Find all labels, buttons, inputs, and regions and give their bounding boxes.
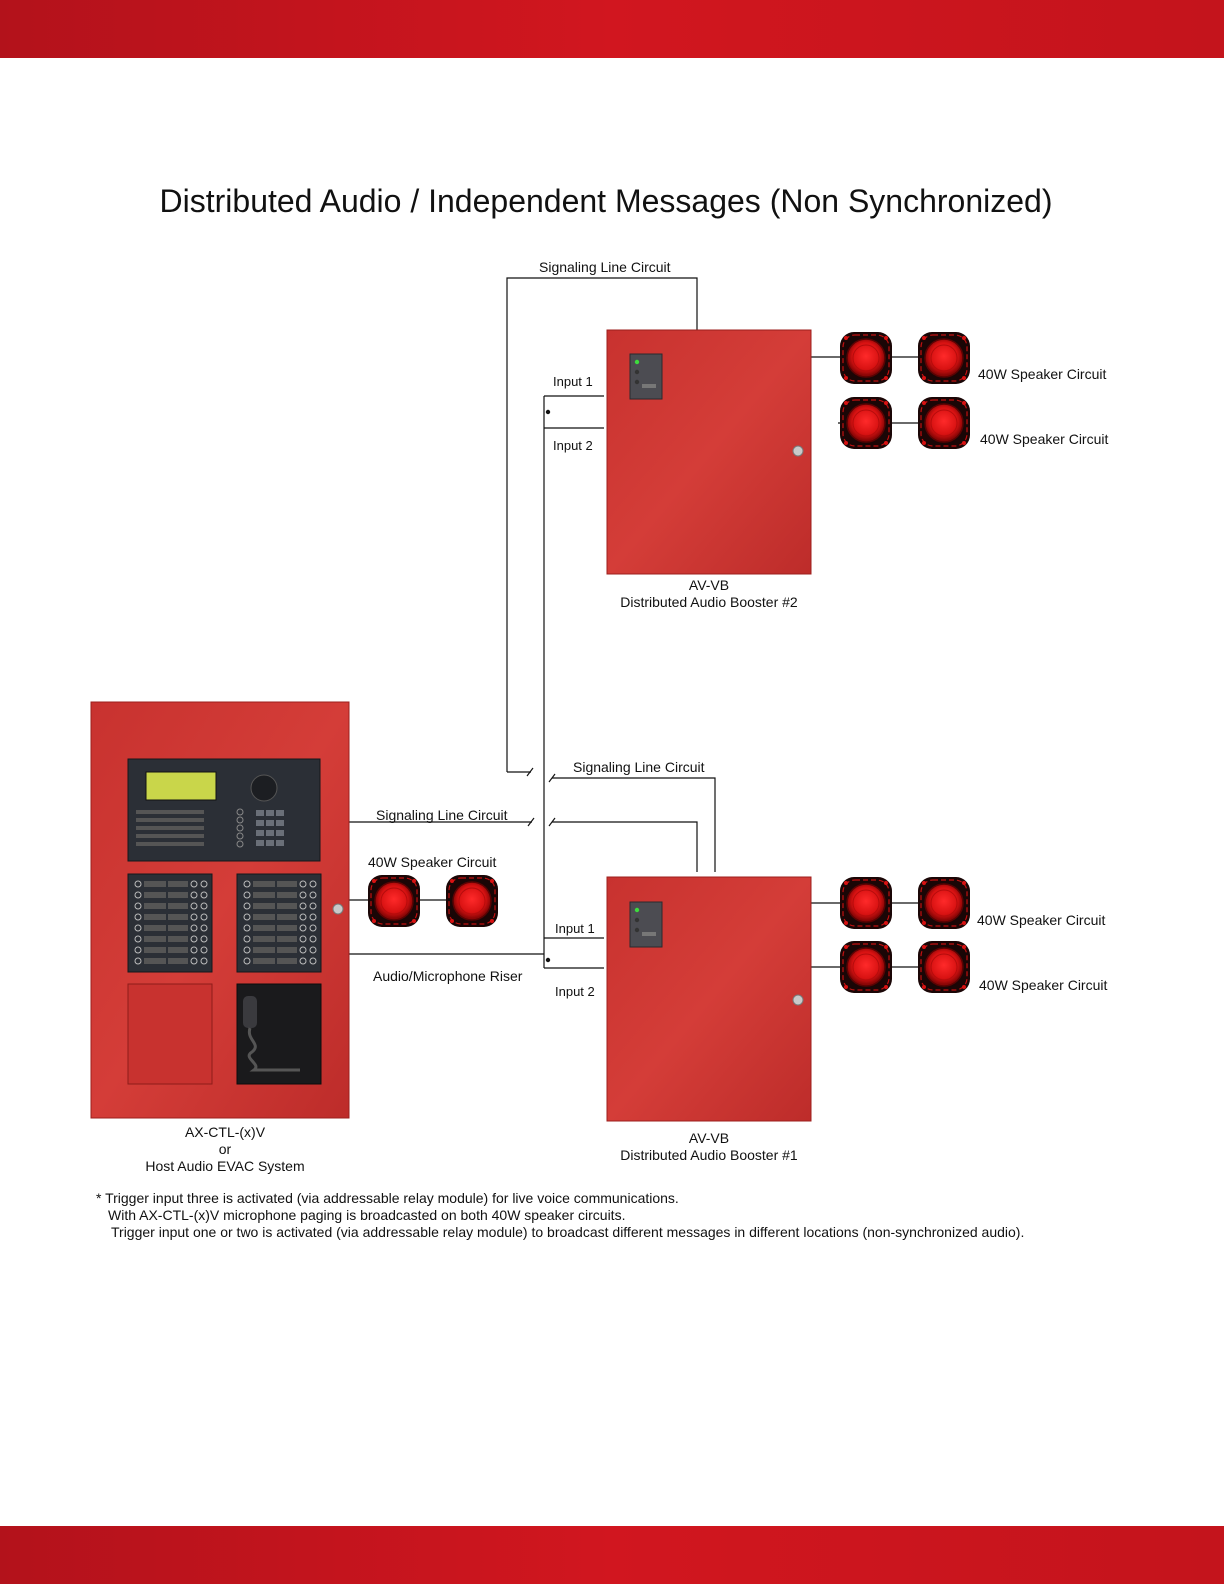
speaker-icon — [839, 396, 893, 450]
speaker-icon — [839, 876, 893, 930]
cabinet-lock-icon — [792, 445, 804, 457]
booster-1-input-2-label: Input 2 — [555, 984, 595, 999]
speaker-icon — [917, 331, 971, 385]
footnote-1: * Trigger input three is activated (via … — [96, 1190, 679, 1206]
speaker-icon — [367, 874, 421, 928]
footnotes: * Trigger input three is activated (via … — [96, 1190, 1024, 1241]
host-model: AX-CTL-(x)V — [184, 1124, 266, 1140]
cabinet-lock-icon — [792, 994, 804, 1006]
booster-2-speakers — [839, 331, 971, 450]
booster-2-input-1-label: Input 1 — [553, 374, 593, 389]
host-or: or — [218, 1141, 232, 1157]
cabinet-lock-icon — [332, 903, 344, 915]
booster-2-speaker-circuit-2-label: 40W Speaker Circuit — [980, 431, 1109, 447]
booster-2-model: AV-VB — [688, 577, 730, 593]
host-speaker-circuit-label: 40W Speaker Circuit — [368, 854, 497, 870]
footer-band — [0, 1526, 1224, 1584]
audio-microphone-riser-label: Audio/Microphone Riser — [373, 968, 523, 984]
booster-2-cabinet — [606, 329, 812, 575]
footnote-3: Trigger input one or two is activated (v… — [111, 1224, 1025, 1240]
speaker-icon — [917, 876, 971, 930]
host-speakers — [367, 874, 499, 928]
booster-2-caption: AV-VB Distributed Audio Booster #2 — [609, 577, 809, 611]
booster-2-input-2-label: Input 2 — [553, 438, 593, 453]
booster-1-speaker-circuit-1-label: 40W Speaker Circuit — [977, 912, 1106, 928]
booster-1-speaker-circuit-2-label: 40W Speaker Circuit — [979, 977, 1108, 993]
speaker-icon — [917, 940, 971, 994]
slc-mid-label: Signaling Line Circuit — [573, 759, 705, 775]
booster-1-model: AV-VB — [688, 1130, 730, 1146]
junction-dots — [545, 409, 551, 963]
host-caption: AX-CTL-(x)V or Host Audio EVAC System — [125, 1124, 325, 1175]
booster-1-speakers — [839, 876, 971, 994]
booster-2-speaker-circuit-1-label: 40W Speaker Circuit — [978, 366, 1107, 382]
booster-1-input-1-label: Input 1 — [555, 921, 595, 936]
host-panel — [90, 701, 350, 1119]
header-band — [0, 0, 1224, 58]
booster-2-name: Distributed Audio Booster #2 — [620, 594, 798, 610]
host-name: Host Audio EVAC System — [145, 1158, 305, 1174]
page-title: Distributed Audio / Independent Messages… — [159, 183, 1053, 219]
booster-1-caption: AV-VB Distributed Audio Booster #1 — [609, 1130, 809, 1164]
slc-top-label: Signaling Line Circuit — [539, 259, 671, 275]
speaker-icon — [839, 940, 893, 994]
booster-1-name: Distributed Audio Booster #1 — [620, 1147, 798, 1163]
speaker-icon — [839, 331, 893, 385]
speaker-icon — [445, 874, 499, 928]
booster-1-cabinet — [606, 876, 812, 1122]
speaker-icon — [917, 396, 971, 450]
footnote-2: With AX-CTL-(x)V microphone paging is br… — [108, 1207, 626, 1223]
slc-host-label: Signaling Line Circuit — [376, 807, 508, 823]
microphone-icon — [243, 996, 300, 1072]
